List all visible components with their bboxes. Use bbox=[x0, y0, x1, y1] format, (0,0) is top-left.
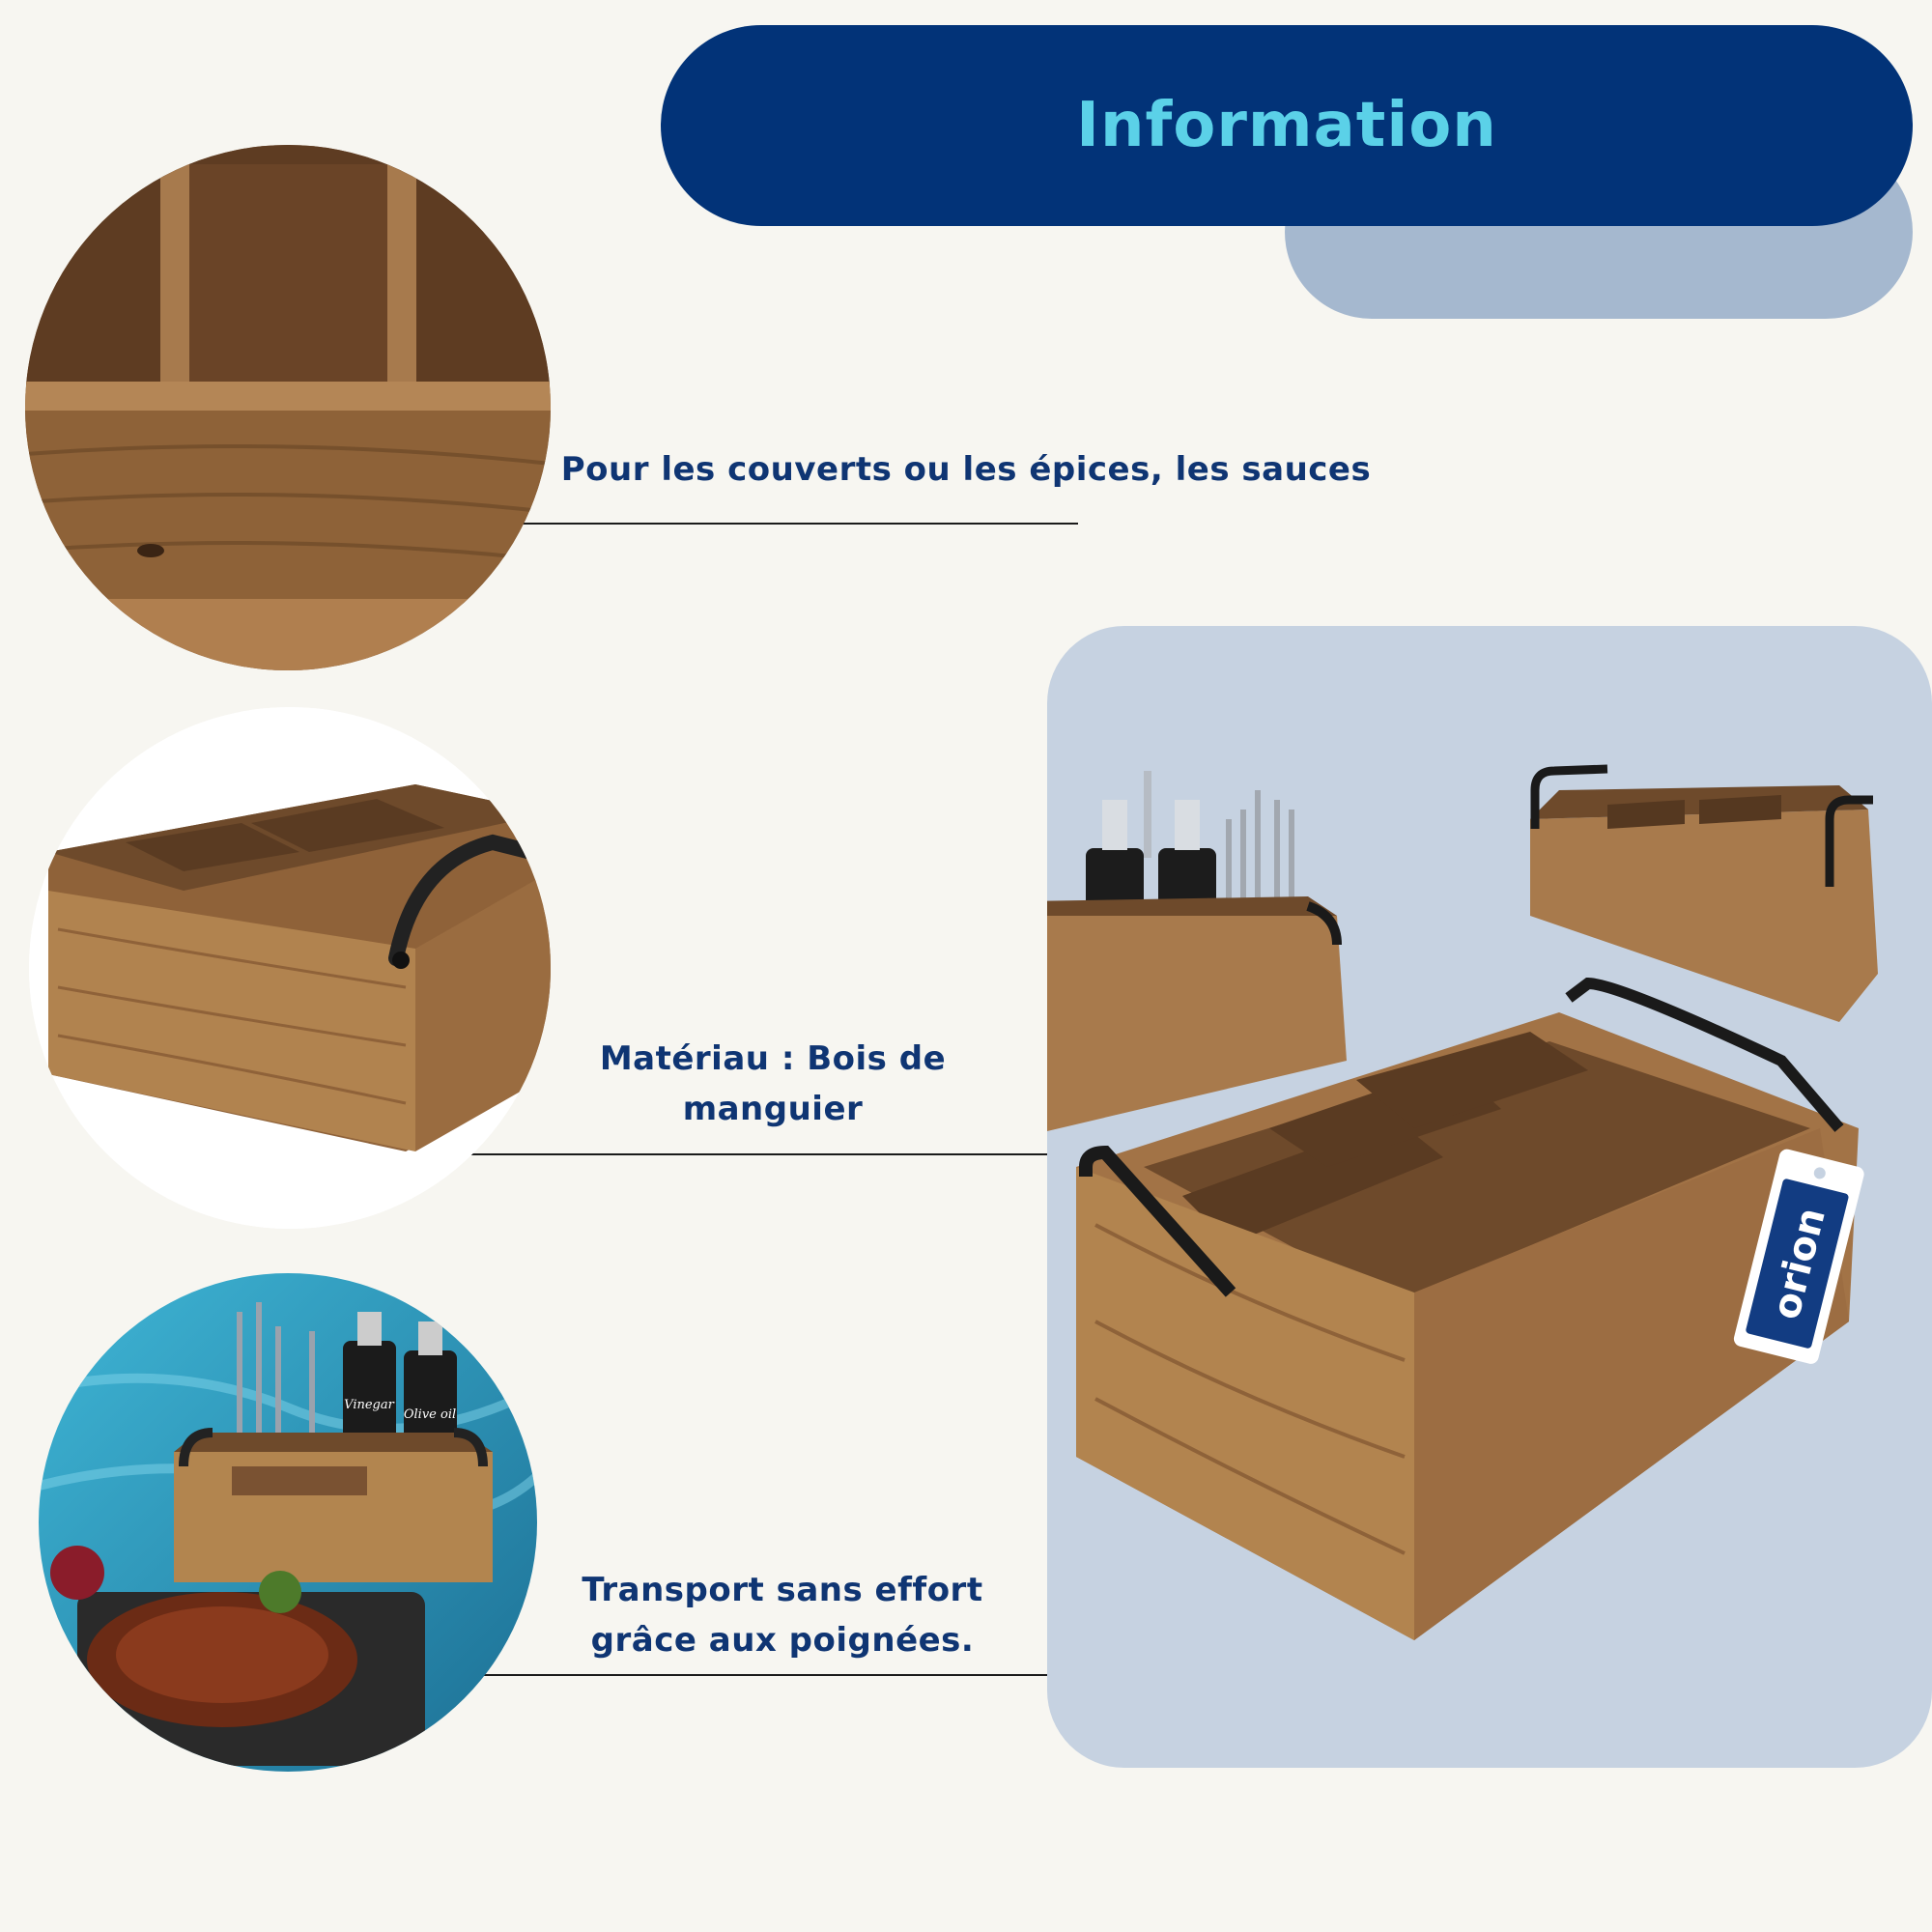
vinegar-bottle-label: Vinegar bbox=[344, 1398, 394, 1412]
divider-line-2 bbox=[462, 1153, 1099, 1155]
feature-text-handles: Transport sans effort grâce aux poignées… bbox=[541, 1565, 1024, 1665]
feature-material-line-1: Matériau : Bois de bbox=[599, 1039, 947, 1078]
lifestyle-scene-image: Vinegar Olive oil bbox=[39, 1273, 537, 1772]
feature-material-line-2: manguier bbox=[682, 1090, 864, 1128]
feature-handles-line-1: Transport sans effort bbox=[582, 1571, 983, 1609]
product-showcase-panel: orion bbox=[1047, 626, 1932, 1768]
title-banner: Information bbox=[661, 25, 1913, 226]
wood-compartments-closeup-image bbox=[25, 145, 551, 670]
product-box-small-empty bbox=[1530, 764, 1878, 1022]
product-box-with-bottles bbox=[1047, 771, 1347, 1131]
feature-text-material: Matériau : Bois de manguier bbox=[541, 1034, 1005, 1134]
divider-line-3 bbox=[481, 1674, 1080, 1676]
olive-oil-bottle-label: Olive oil bbox=[404, 1407, 456, 1422]
product-box-large: orion bbox=[1076, 977, 1864, 1640]
page-title: Information bbox=[1076, 90, 1497, 161]
feature-compartments-label: Pour les couverts ou les épices, les sau… bbox=[560, 450, 1372, 489]
feature-text-compartments: Pour les couverts ou les épices, les sau… bbox=[541, 444, 1391, 495]
feature-handles-line-2: grâce aux poignées. bbox=[590, 1621, 975, 1660]
divider-line-1 bbox=[518, 523, 1078, 525]
wood-box-side-image bbox=[29, 707, 551, 1229]
